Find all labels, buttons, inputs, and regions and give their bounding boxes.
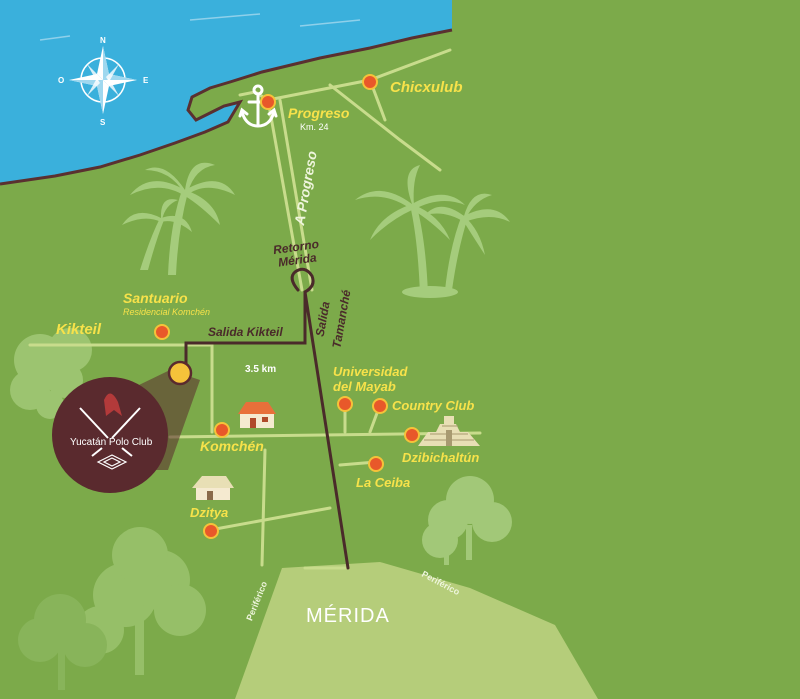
roads-dark <box>184 267 350 570</box>
label-distance: 3.5 km <box>245 364 277 375</box>
tree-icon <box>76 527 206 675</box>
tree-icon <box>422 476 512 565</box>
label-progreso: Progreso <box>288 105 350 121</box>
label-salida-kikteil: Salida Kikteil <box>208 325 283 339</box>
polo-club-badge <box>52 377 168 493</box>
label-progreso-km: Km. 24 <box>300 122 329 132</box>
polo-club-marker <box>167 360 193 386</box>
sea-ripples <box>39 13 361 41</box>
anchor-icon <box>238 84 278 128</box>
house-icon <box>238 402 276 428</box>
tree-icon <box>18 594 107 690</box>
coastline <box>0 28 453 186</box>
compass-e-label: E <box>143 76 149 85</box>
compass-n-label: N <box>100 36 106 45</box>
polo-field-icon <box>91 447 133 470</box>
merida-area <box>235 562 598 699</box>
polo-club-name: Yucatán Polo Club <box>70 437 153 448</box>
label-merida: MÉRIDA <box>306 605 390 627</box>
pyramid-icon <box>418 416 480 446</box>
polo-logo-icon <box>79 393 141 439</box>
hut-icon <box>192 476 234 500</box>
label-country-club: Country Club <box>392 398 475 413</box>
label-dzitya: Dzitya <box>190 505 229 520</box>
compass-rose-icon <box>69 46 137 114</box>
location-marker-icon <box>154 74 420 539</box>
compass-s-label: S <box>100 118 106 127</box>
compass-o-label: O <box>58 76 65 85</box>
label-universidad-line1: Universidad <box>333 364 408 379</box>
palm-tree-icon <box>355 165 510 298</box>
palm-tree-icon <box>122 162 235 275</box>
label-kikteil: Kikteil <box>56 321 102 338</box>
label-santuario-sub: Residencial Komchén <box>123 307 211 317</box>
label-santuario: Santuario <box>123 290 188 306</box>
label-chicxulub: Chicxulub <box>390 79 463 96</box>
label-la-ceiba: La Ceiba <box>356 475 411 490</box>
label-komchen: Komchén <box>200 438 264 454</box>
label-dzibichaltun: Dzibichaltún <box>402 450 480 465</box>
sea <box>0 0 452 184</box>
label-universidad-line2: del Mayab <box>333 379 396 394</box>
